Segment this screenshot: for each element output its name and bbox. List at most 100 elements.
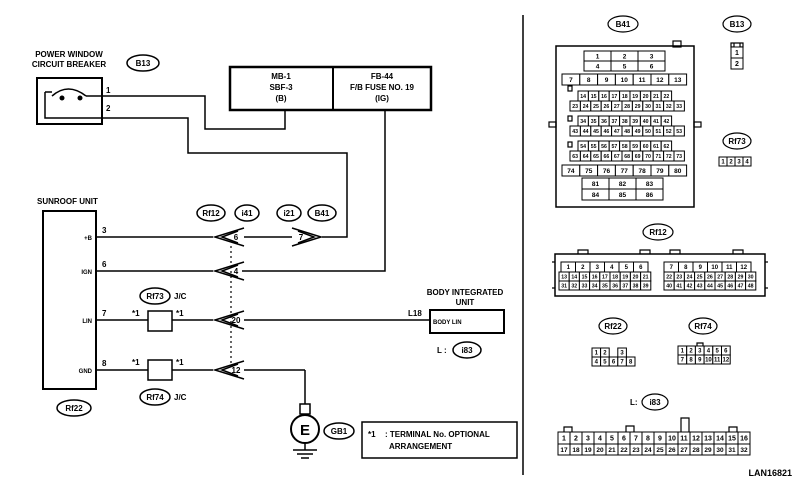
rp-b41-label: B41 — [616, 20, 631, 29]
jc-box-rf73 — [147, 310, 173, 332]
b41-block3-pin: 61 — [653, 144, 659, 150]
i83-pin: 14 — [716, 436, 724, 443]
fuse-box — [228, 65, 433, 272]
b41-block2-pin: 37 — [612, 119, 618, 125]
rf12-right-pin: 9 — [699, 265, 703, 271]
rf12-left-pin: 2 — [581, 265, 585, 271]
circuit-text: POWER WINDOW CIRCUIT BREAKER 1 2 B13 MB-… — [32, 50, 504, 451]
sunroof-title: SUNROOF UNIT — [37, 197, 98, 206]
b41-block3-pin: 54 — [580, 144, 586, 150]
b13-cell — [730, 57, 744, 70]
b41-top-pin: 4 — [596, 63, 600, 70]
b41-bottom-pin: 82 — [619, 181, 627, 188]
b41-block2-pin: 51 — [656, 129, 662, 135]
diagram-code: LAN16821 — [748, 468, 792, 478]
rf22-pin: 1 — [595, 351, 599, 357]
rp-b13-label: B13 — [730, 20, 745, 29]
b41-block2-pin: 50 — [645, 129, 651, 135]
i83-pin: 1 — [562, 436, 566, 443]
b41-block1-pin: 20 — [643, 94, 649, 100]
b41-block2-pin: 45 — [593, 129, 599, 135]
rf74-pin: 12 — [723, 358, 730, 364]
i83-pin: 16 — [740, 436, 748, 443]
i83-pin: 15 — [728, 436, 736, 443]
b41-top-pin: 7 — [569, 77, 573, 84]
ground-symbol — [290, 403, 320, 459]
b41-bottom-pin: 86 — [646, 192, 654, 199]
body-integrated-unit-box — [429, 309, 505, 334]
rf22-pin: 6 — [612, 360, 616, 366]
rf12-left-pin: 17 — [602, 274, 608, 280]
rf74-pin: 9 — [698, 358, 702, 364]
b41-top-pin: 9 — [605, 77, 609, 84]
rp-i83-label: i83 — [649, 398, 661, 407]
b41-row4-pin: 80 — [674, 168, 682, 175]
body-title-2: UNIT — [456, 298, 475, 307]
rf12-right-pin: 10 — [711, 265, 718, 271]
rf22-pin: 8 — [629, 360, 633, 366]
i41-bubble-label: i41 — [241, 209, 253, 218]
rf22-bubble-label: Rf22 — [65, 404, 83, 413]
b41-block2-pin: 41 — [653, 119, 659, 125]
body-lin-label: BODY LIN — [433, 320, 462, 326]
rf12-left-pin: 34 — [592, 283, 598, 289]
b41-row4-pin: 78 — [638, 168, 646, 175]
rf12-left-pin: 5 — [625, 265, 629, 271]
i83-cell — [737, 443, 751, 456]
b41-block1-pin: 23 — [572, 104, 578, 110]
i83-pin: 20 — [596, 447, 604, 454]
rf74-pin: 1 — [681, 349, 685, 355]
b41-block1-pin: 21 — [653, 94, 659, 100]
bubbles — [56, 54, 482, 440]
b41-block3-pin: 64 — [583, 154, 589, 160]
rf12-right-pin: 7 — [670, 265, 674, 271]
b41-block3-pin: 62 — [664, 144, 670, 150]
l18-label: L18 — [408, 309, 422, 318]
sunroof-unit-box — [42, 210, 97, 390]
rf12-right-pin: 48 — [748, 283, 754, 289]
pinout-text: B41 B13 Rf73 Rf12 Rf22 Rf74 L: i83 LAN16… — [604, 20, 792, 478]
rf12-right-pin: 27 — [717, 274, 723, 280]
term-ign: IGN — [81, 270, 92, 276]
b41-block1-pin: 19 — [632, 94, 638, 100]
b41-block1-pin: 17 — [612, 94, 618, 100]
b41-block1-pin: 30 — [645, 104, 651, 110]
b41-block1-pin: 18 — [622, 94, 628, 100]
i83-pin: 29 — [704, 447, 712, 454]
rf22-cell — [625, 356, 636, 367]
b41-top-pin: 13 — [674, 77, 682, 84]
rf12-right-pin: 12 — [740, 265, 747, 271]
i83-pin: 8 — [646, 436, 650, 443]
rf74-bubble-label: Rf74 — [146, 393, 164, 402]
b41-top-pin: 11 — [639, 77, 646, 84]
i83-pin: 6 — [622, 436, 626, 443]
breaker-title-1: POWER WINDOW — [35, 50, 103, 59]
rp-rf73-label: Rf73 — [728, 137, 746, 146]
rf12-right-pin: 42 — [687, 283, 693, 289]
b41-bottom-cell — [635, 188, 664, 201]
i83-pin: 7 — [634, 436, 638, 443]
rf12-left-pin: 39 — [643, 283, 649, 289]
rf22-pin: 3 — [620, 351, 624, 357]
rf73-pin: 1 — [721, 160, 725, 166]
fuse-right-line-1: FB-44 — [371, 72, 394, 81]
gb1-bubble-label: GB1 — [331, 427, 348, 436]
rf12-right-pin: 44 — [707, 283, 713, 289]
l-prefix: L : — [437, 346, 447, 355]
b41-block1-pin: 33 — [676, 104, 682, 110]
rf12-right-pin: 28 — [727, 274, 733, 280]
rf12-left-pin: 13 — [561, 274, 567, 280]
rp-rf22-label: Rf22 — [604, 322, 622, 331]
rf74-pin: 2 — [689, 349, 693, 355]
b13-pin: 2 — [735, 61, 739, 68]
b41-top-pin: 8 — [587, 77, 591, 84]
rf12-left-pin: 15 — [582, 274, 588, 280]
b41-block2-pin: 52 — [666, 129, 672, 135]
rf12-left-pin: 4 — [610, 265, 614, 271]
b41-top-pin: 5 — [623, 63, 627, 70]
b41-row4-pin: 77 — [621, 168, 629, 175]
b41-block2-pin: 34 — [580, 119, 586, 125]
b41-block3-pin: 58 — [622, 144, 628, 150]
rf12-left-pin: 36 — [612, 283, 618, 289]
